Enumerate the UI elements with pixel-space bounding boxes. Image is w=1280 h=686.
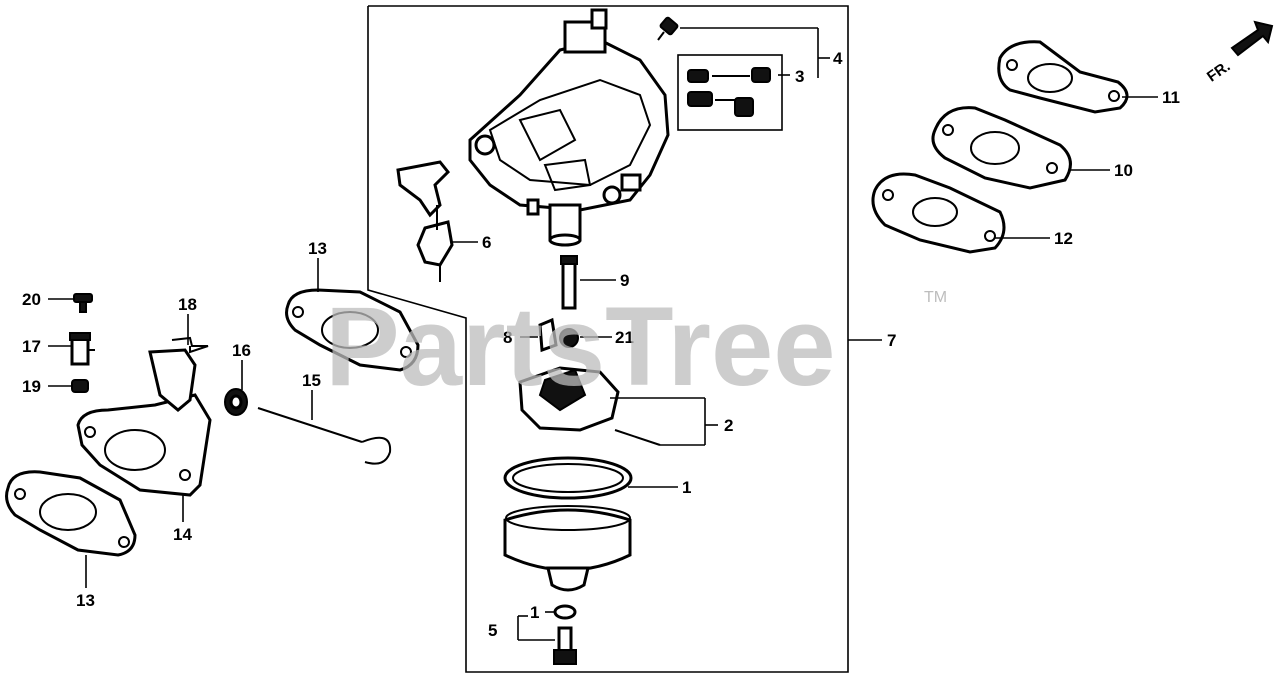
front-direction-arrow-icon [1230, 20, 1274, 57]
callout-6: 6 [482, 233, 491, 252]
part-3-pilot-screw-set[interactable] [687, 67, 771, 117]
callout-8: 8 [503, 328, 512, 347]
callout-10: 10 [1114, 161, 1133, 180]
callout-9: 9 [620, 271, 629, 290]
watermark: PartsTree [325, 284, 836, 409]
callout-11: 11 [1162, 88, 1180, 107]
part-18-clip[interactable] [148, 336, 209, 412]
callout-5: 5 [488, 621, 497, 640]
callout-20: 20 [22, 290, 41, 309]
callout-14: 14 [173, 525, 192, 544]
front-marker-label: FR. [1204, 58, 1234, 86]
part-5-bowl-bolt[interactable] [553, 604, 577, 665]
callout-13-upper: 13 [308, 239, 327, 258]
callout-15: 15 [302, 371, 321, 390]
part-15-rod[interactable] [257, 407, 392, 465]
part-2-float[interactable] [518, 366, 661, 446]
leader-lines [48, 27, 1158, 641]
part-3-bracket [677, 54, 783, 131]
part-13-gasket-lower[interactable] [5, 470, 137, 557]
callout-7: 7 [887, 331, 896, 350]
part-6-choke-lever[interactable] [396, 160, 454, 282]
watermark-trademark: TM [924, 289, 947, 306]
part-4-throttle-stop-screw[interactable] [657, 16, 679, 41]
part-10-insulator[interactable] [931, 106, 1072, 190]
carburetor-body[interactable] [468, 8, 670, 247]
callout-12: 12 [1054, 229, 1073, 248]
callout-1-washer: 1 [530, 603, 539, 622]
callout-16: 16 [232, 341, 251, 360]
part-14-bracket-plate[interactable] [76, 393, 212, 497]
part-20-screw[interactable] [73, 293, 93, 313]
callout-3: 3 [795, 67, 804, 86]
part-9-main-nozzle[interactable] [560, 255, 578, 310]
callout-13-lower: 13 [76, 591, 95, 610]
callout-4: 4 [833, 49, 843, 68]
part-16-grommet[interactable] [224, 388, 248, 416]
part-1-float-bowl[interactable] [503, 456, 633, 592]
part-12-gasket[interactable] [871, 172, 1006, 254]
part-21-float-valve[interactable] [559, 328, 579, 348]
part-17-fitting[interactable] [69, 332, 95, 366]
callout-17: 17 [22, 337, 41, 356]
part-8-main-jet[interactable] [538, 317, 558, 353]
callout-21: 21 [615, 328, 634, 347]
callout-19: 19 [22, 377, 41, 396]
assembly-frame [367, 5, 849, 673]
callout-1: 1 [682, 478, 691, 497]
part-13-gasket-upper[interactable] [285, 288, 420, 372]
callout-2: 2 [724, 416, 733, 435]
part-11-gasket[interactable] [997, 40, 1129, 114]
callout-18: 18 [178, 295, 197, 314]
part-19-nut[interactable] [71, 379, 89, 393]
